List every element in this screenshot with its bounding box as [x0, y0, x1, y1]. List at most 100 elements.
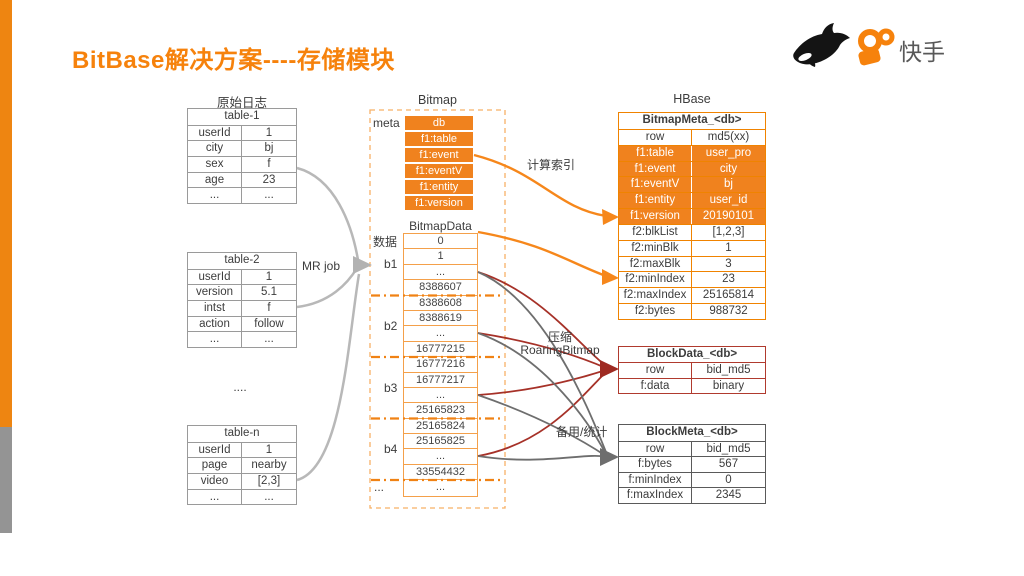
table-title: BlockData_<db> — [646, 348, 738, 360]
compute-index-arrowhead-1 — [602, 209, 619, 225]
bitmapdata-cell: 16777215 — [404, 342, 477, 358]
page-title: BitBase解决方案----存储模块 — [72, 47, 395, 74]
bitmap-meta-cell: f1:event — [405, 148, 473, 162]
table-title: BlockMeta_<db> — [646, 426, 738, 438]
row-value: 23 — [262, 173, 276, 186]
row-value: 988732 — [709, 305, 748, 318]
row-value: 3 — [725, 257, 732, 270]
row-key: ... — [188, 188, 242, 204]
row-key: f2:maxBlk — [619, 256, 692, 272]
bitmap-meta-cell: f1:entity — [405, 180, 473, 194]
bitmapdata-cell: ... — [435, 481, 446, 494]
row-value: follow — [254, 317, 284, 330]
row-key: userId — [188, 269, 242, 285]
tables-ellipsis: .... — [233, 380, 247, 394]
row-value: user_pro — [705, 146, 752, 159]
row-value: ... — [264, 189, 274, 202]
row-value: [2,3] — [257, 475, 281, 488]
table-row: f2:blkList [1,2,3] — [619, 223, 765, 240]
row-key: f2:minIndex — [619, 272, 692, 288]
bitmap-meta-cell: f1:table — [405, 132, 473, 146]
bitmapdata-cell: 25165825 — [404, 434, 477, 450]
block-label-b2: b2 — [384, 319, 398, 333]
row-value: [1,2,3] — [712, 225, 745, 238]
row-value: bj — [724, 178, 733, 191]
source-logs-label: 原始日志 — [216, 96, 267, 110]
mr-job-arrowhead — [353, 256, 372, 274]
edge-stripe-gray — [0, 427, 12, 533]
backup-stats-label: 备用/统计 — [556, 425, 608, 439]
row-key: f2:blkList — [619, 224, 692, 240]
row-key: f2:maxIndex — [619, 288, 692, 304]
row-key: f1:event — [619, 161, 692, 177]
row-key: row — [619, 441, 692, 456]
table-row: sex f — [188, 156, 296, 172]
row-key: f1:version — [619, 209, 692, 224]
row-key: sex — [188, 157, 242, 172]
row-value: bj — [264, 142, 274, 155]
row-value: user_id — [709, 194, 748, 207]
row-key: city — [188, 141, 242, 157]
bitmapdata-cell: 0 — [404, 234, 477, 250]
table-row: age 23 — [188, 171, 296, 188]
row-key: f:maxIndex — [619, 488, 692, 503]
kuaishou-logo-icon — [858, 28, 895, 66]
row-key: row — [619, 363, 692, 378]
edge-stripe-orange — [0, 0, 12, 427]
row-value: 1 — [725, 241, 732, 254]
table-row: f2:maxBlk 3 — [619, 255, 765, 272]
row-value: bid_md5 — [706, 364, 751, 377]
bitmapdata-cell: ... — [404, 388, 477, 404]
bitmapdata-cell: ... — [404, 265, 477, 281]
row-value: 20190101 — [702, 210, 755, 223]
bitmapdata-label: BitmapData — [409, 219, 472, 233]
table-title: table-2 — [224, 254, 260, 266]
bitmapdata-cell: ... — [404, 449, 477, 465]
mr-job-arrows — [296, 166, 361, 482]
row-value: ... — [264, 333, 274, 346]
table-row: page nearby — [188, 457, 296, 474]
bitmap-meta-cell: f1:eventV — [405, 164, 473, 178]
row-value: f — [267, 158, 271, 171]
table-row: video[2,3] — [188, 473, 296, 489]
row-value: md5(xx) — [707, 130, 750, 143]
row-value: 1 — [265, 443, 273, 456]
bitmapdata-cell: 8388608 — [404, 296, 477, 311]
mr-job-label: MR job — [302, 259, 341, 273]
row-value: 1 — [265, 270, 273, 283]
row-value: 0 — [725, 473, 732, 486]
bitmapdata-cell: 16777217 — [404, 373, 477, 388]
block-label-b4: b4 — [384, 442, 398, 456]
row-value: 5.1 — [261, 286, 277, 299]
compress-arrowhead — [600, 360, 619, 378]
row-value: binary — [712, 379, 745, 392]
row-key: page — [188, 458, 242, 474]
table-title: table-1 — [224, 110, 260, 122]
table-row: row bid_md5 — [619, 362, 765, 378]
row-key: age — [188, 172, 242, 188]
row-value: ... — [264, 490, 274, 503]
row-key: f2:bytes — [619, 304, 692, 319]
row-key: ... — [188, 489, 242, 505]
block-label-b3: b3 — [384, 381, 398, 395]
row-key: f:bytes — [619, 457, 692, 472]
row-value: nearby — [251, 459, 287, 472]
